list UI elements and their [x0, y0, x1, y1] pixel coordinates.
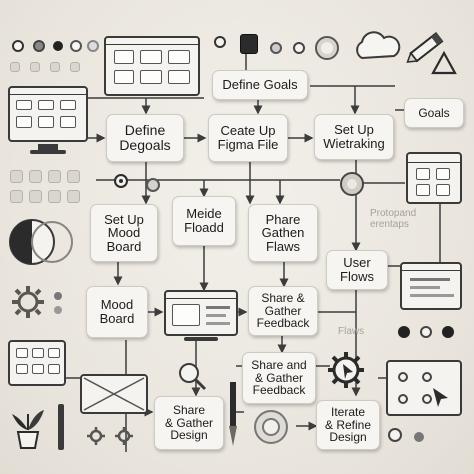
toggle-dot	[70, 40, 82, 52]
toggle-dot	[388, 428, 402, 442]
gear-icon	[87, 427, 105, 445]
text-line	[410, 294, 454, 297]
node-phare-gathen-flaws[interactable]: Phare Gathen Flaws	[248, 204, 318, 262]
wireframe-window-top	[104, 36, 200, 96]
node-target-icon	[114, 174, 128, 188]
magnifier-icon	[179, 363, 207, 391]
swatch	[10, 170, 23, 183]
node-label: Share & Gather Feedback	[256, 291, 310, 331]
cursor-icon	[433, 388, 448, 407]
text-line	[410, 278, 450, 281]
swatch	[67, 170, 80, 183]
wireframe-window-bottom-right	[386, 360, 462, 416]
node-label: Mood Board	[99, 297, 135, 326]
node-define-degoals[interactable]: Define Degoals	[106, 114, 184, 162]
node-label: Set Up Wietraking	[323, 122, 385, 151]
node-label: Meide Floadd	[184, 206, 224, 235]
pencil-icon	[406, 32, 444, 63]
node-share-gather-feedback[interactable]: Share & Gather Feedback	[248, 286, 318, 336]
ring-icon	[315, 36, 339, 60]
node-ceate-up-figma-file[interactable]: Ceate Up Figma File	[208, 114, 288, 162]
toggle-dot	[87, 40, 99, 52]
node-label: Goals	[418, 105, 450, 120]
ring-icon	[254, 410, 288, 444]
text-line	[206, 322, 230, 325]
toggle-dot	[293, 42, 305, 54]
node-goals[interactable]: Goals	[404, 98, 464, 128]
node-share-gather-design[interactable]: Share & Gather Design	[154, 396, 224, 450]
calendar-icon	[406, 152, 462, 204]
node-label: Share & Gather Design	[164, 403, 214, 443]
node-label: User Flows	[340, 255, 374, 284]
paintbrush-icon	[229, 382, 237, 446]
toggle-dot	[53, 41, 63, 51]
monitor-base	[184, 337, 218, 341]
node-label: Set Up Mood Board	[104, 211, 144, 254]
swatch	[30, 62, 40, 72]
toggle-dot	[270, 42, 282, 54]
node-label: Iterate & Refine Design	[324, 405, 372, 445]
monitor-icon	[164, 290, 238, 336]
wireframe-window-right	[400, 262, 462, 310]
swatch	[29, 190, 42, 203]
node-define-goals-top[interactable]: Define Goals	[212, 70, 308, 100]
swatch	[67, 190, 80, 203]
node-user-flows[interactable]: User Flows	[326, 250, 388, 290]
swatch	[10, 62, 20, 72]
toggle-dot	[33, 40, 45, 52]
toggle-dot	[414, 432, 424, 442]
node-mood-board[interactable]: Mood Board	[86, 286, 148, 338]
node-set-up-wietraking[interactable]: Set Up Wietraking	[314, 114, 394, 160]
gear-icon	[12, 286, 44, 318]
node-label: Define Degoals	[119, 122, 171, 153]
toggle-dot	[398, 326, 410, 338]
node-iterate-refine-design[interactable]: Iterate & Refine Design	[316, 400, 380, 450]
swatch	[70, 62, 80, 72]
toggle-dot	[442, 326, 454, 338]
cloud-icon	[356, 31, 401, 60]
plant-icon	[12, 410, 44, 449]
swatch	[48, 170, 61, 183]
node-share-and-gather-feedback[interactable]: Share and & Gather Feedback	[242, 352, 316, 404]
node-meide-floadd[interactable]: Meide Floadd	[172, 196, 236, 246]
toggle-dot	[214, 36, 226, 48]
monitor-icon	[8, 86, 88, 142]
node-label: Define Goals	[222, 77, 298, 93]
ring-icon	[340, 172, 364, 196]
triangle-icon	[431, 50, 457, 75]
monitor-base	[30, 150, 66, 154]
text-line	[206, 306, 230, 309]
node-label: Share and & Gather Feedback	[251, 358, 307, 398]
gear-icon	[328, 352, 364, 388]
faint-label-protopand: Protopand erentaps	[370, 208, 417, 230]
cube-icon	[240, 34, 258, 54]
node-label: Ceate Up Figma File	[217, 123, 279, 152]
gear-icon	[115, 427, 133, 445]
node-label: Phare Gathen Flaws	[261, 211, 305, 254]
stylus	[58, 404, 64, 450]
swatch	[10, 190, 23, 203]
text-line	[206, 314, 226, 317]
calendar-icon	[8, 340, 66, 386]
toggle-dot	[146, 178, 160, 192]
swatch	[29, 170, 42, 183]
swatch	[48, 190, 61, 203]
toggle-dot	[420, 326, 432, 338]
swatch	[50, 62, 60, 72]
text-line	[410, 286, 440, 289]
toggle-dot	[54, 306, 62, 314]
node-set-up-mood-board[interactable]: Set Up Mood Board	[90, 204, 158, 262]
toggle-dot	[54, 292, 62, 300]
image-icon	[80, 374, 148, 414]
faint-label-flaws: Flaws	[338, 326, 365, 337]
monitor-stand	[38, 144, 58, 150]
toggle-dot	[12, 40, 24, 52]
moon-icon	[9, 219, 73, 265]
